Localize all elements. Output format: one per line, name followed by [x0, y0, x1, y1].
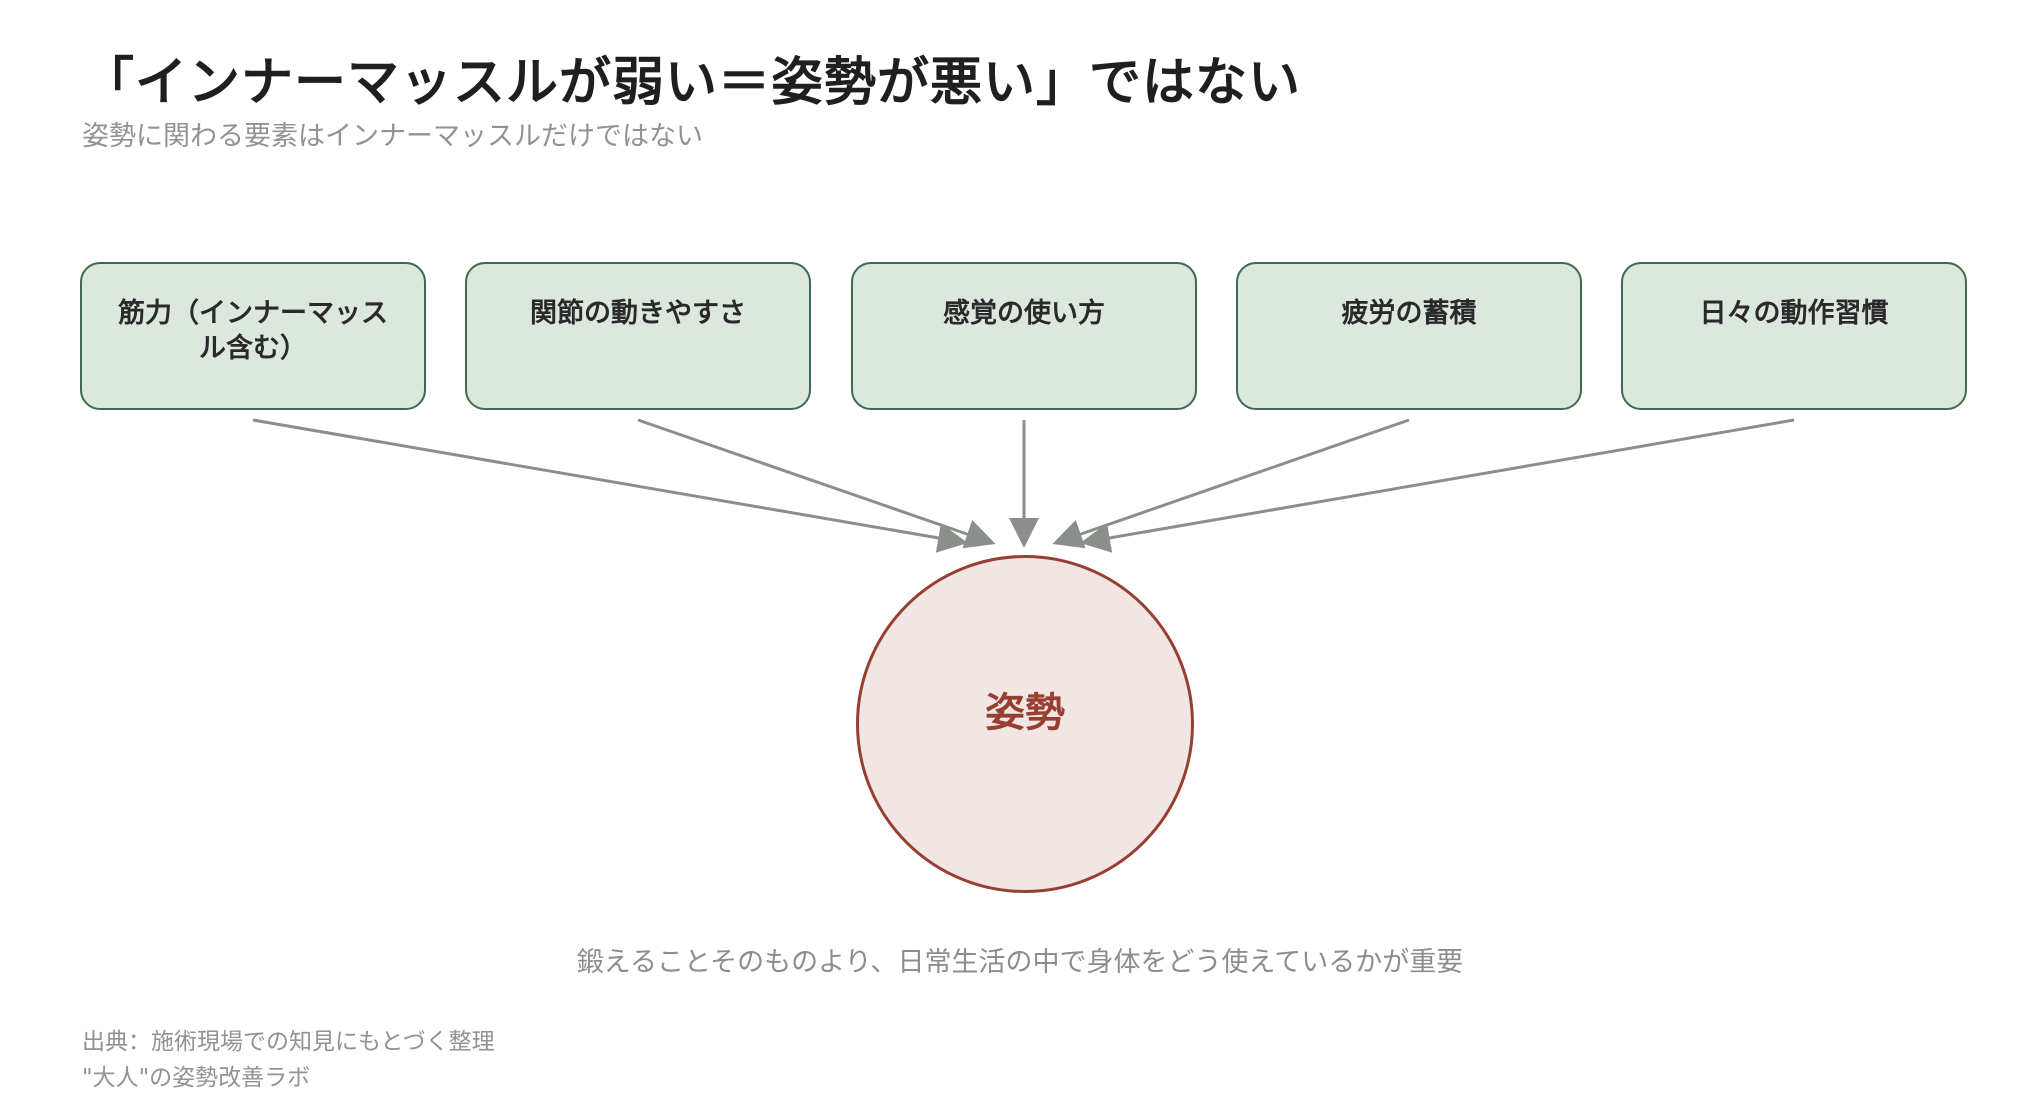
arrow-fatigue-to-posture [1052, 418, 1410, 549]
arrow-joint-to-posture [637, 418, 996, 549]
caption: 鍛えることそのものより、日常生活の中で身体をどう使えているかが重要 [576, 947, 1464, 978]
factor-box-muscle-strength: 筋力（インナーマッスル含む） [80, 262, 426, 410]
page-subtitle: 姿勢に関わる要素はインナーマッスルだけではない [82, 121, 703, 152]
factor-label: 疲労の蓄積 [1341, 298, 1477, 329]
factor-box-joint-mobility: 関節の動きやすさ [465, 262, 811, 410]
source-note: 出典：施術現場での知見にもとづく整理 [82, 1029, 495, 1055]
factor-label: 日々の動作習慣 [1699, 298, 1889, 329]
factor-box-fatigue: 疲労の蓄積 [1236, 262, 1582, 410]
factor-label: 感覚の使い方 [943, 298, 1105, 329]
credit-note: "大人"の姿勢改善ラボ [82, 1065, 311, 1091]
factor-box-daily-habits: 日々の動作習慣 [1621, 262, 1967, 410]
posture-circle: 姿勢 [856, 555, 1194, 893]
factor-label: 筋力（インナーマッスル含む） [118, 298, 388, 364]
arrow-habits-to-posture [1080, 418, 1795, 553]
arrow-muscle-to-posture [252, 418, 968, 553]
factor-box-sensory-use: 感覚の使い方 [851, 262, 1197, 410]
page-title: 「インナーマッスルが弱い＝姿勢が悪い」ではない [82, 53, 1302, 113]
factor-label: 関節の動きやすさ [530, 298, 746, 329]
posture-label: 姿勢 [985, 690, 1065, 736]
